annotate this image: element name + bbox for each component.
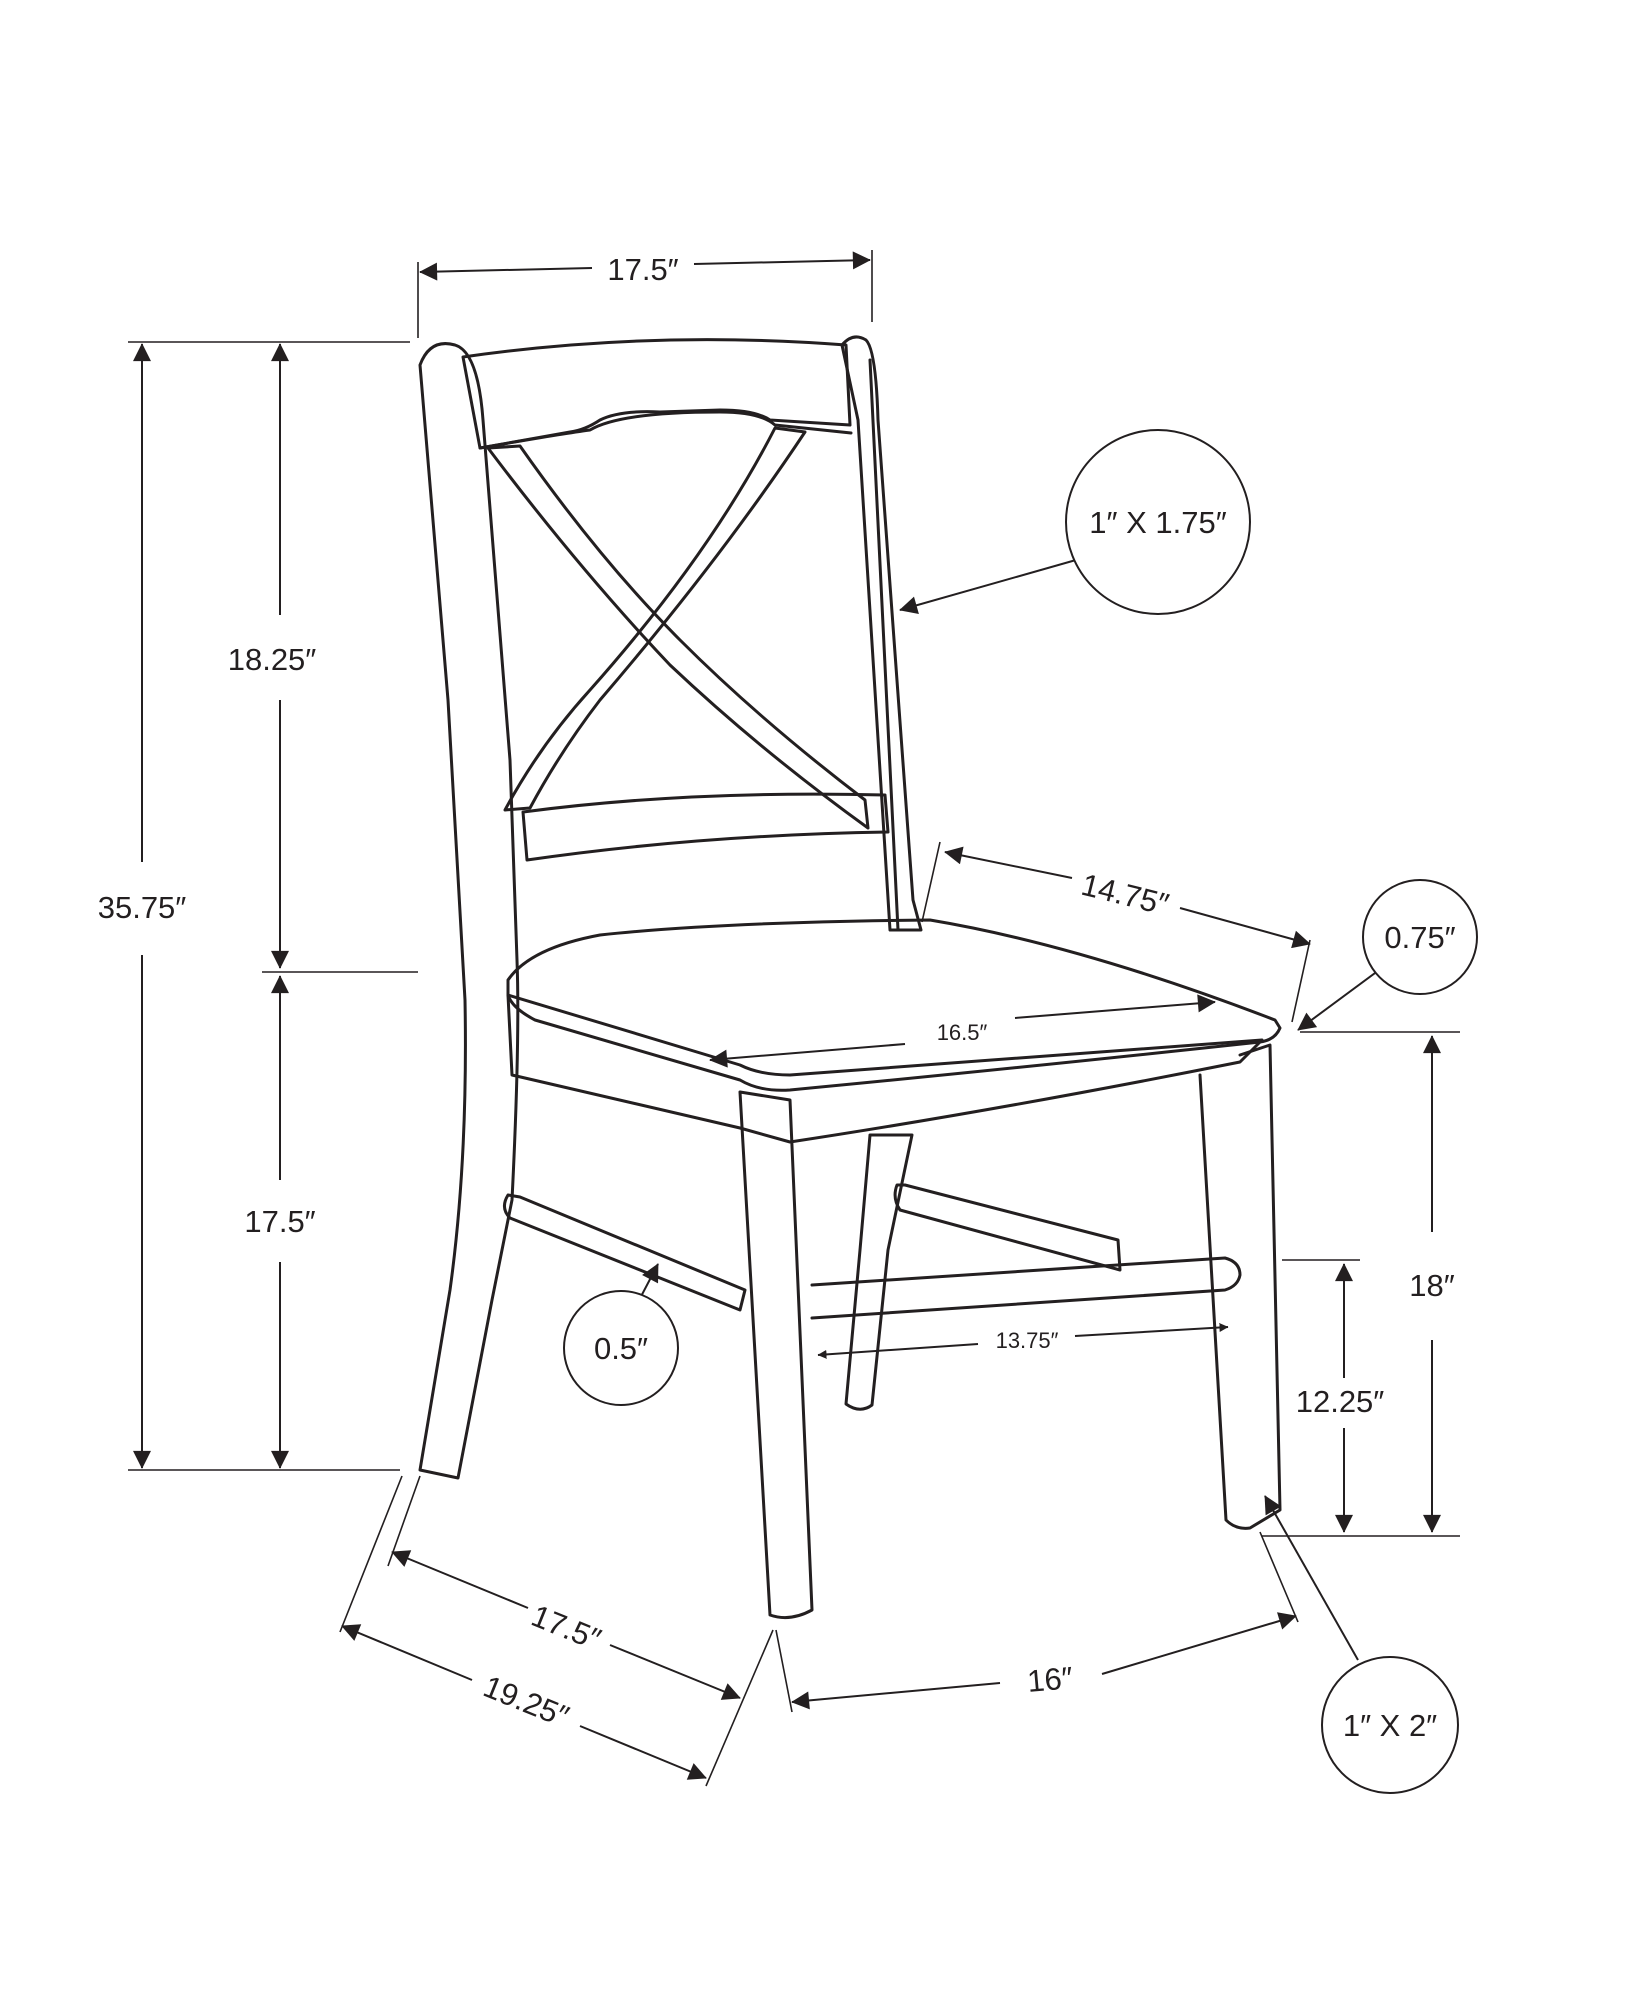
lower-back-rail [521,792,890,862]
top-rail [461,338,852,450]
base-depth-outer-label: 19.25″ [479,1669,574,1735]
callout-leg-label: 1″ X 2″ [1343,1708,1437,1743]
top-rail-underside [478,410,853,450]
x-splat-band-2 [503,426,807,812]
callout-seat-thickness-label: 0.75″ [1384,920,1455,955]
callout-leg [1321,1656,1459,1794]
callout-seat-thickness [1362,879,1478,995]
seat-width-label: 16.5″ [937,1020,988,1045]
left-back-post [418,342,520,1480]
chair-drawing [418,335,1282,1620]
back-right-leg [844,1133,914,1411]
seat-height-left-label: 17.5″ [244,1204,315,1239]
callout-stretcher-label: 0.5″ [594,1331,648,1366]
front-right-leg [1198,1043,1282,1530]
back-height-label: 18.25″ [228,642,317,677]
front-stretcher [810,1256,1242,1320]
stretcher-width-label: 13.75″ [996,1328,1059,1353]
overall-height-label: 35.75″ [98,890,187,925]
front-left-leg [738,1090,814,1620]
callout-stretcher [563,1290,679,1406]
right-back-post [840,335,923,932]
seat-top [506,918,1282,1092]
top-width-label: 17.5″ [607,252,678,287]
seat-depth-label: 14.75″ [1078,867,1172,922]
callouts: 1″ X 1.75″ 0.75″ 0.5″ 1″ X 2″ [563,429,1478,1794]
callout-back-post-label: 1″ X 1.75″ [1089,505,1226,540]
right-post-edge [868,358,900,932]
seat-edge-thickness [506,993,1264,1077]
left-stretcher [503,1193,747,1312]
x-splat-band-1 [486,444,870,830]
base-depth-inner-label: 17.5″ [527,1598,606,1657]
seat-height-right-label: 18″ [1409,1268,1454,1303]
callout-back-post [1065,429,1251,615]
stretcher-height-label: 12.25″ [1296,1384,1385,1419]
back-stretcher [893,1183,1122,1272]
seat-apron [506,993,1262,1144]
base-width-label: 16″ [1026,1660,1074,1699]
dimension-lines [128,250,1460,1787]
